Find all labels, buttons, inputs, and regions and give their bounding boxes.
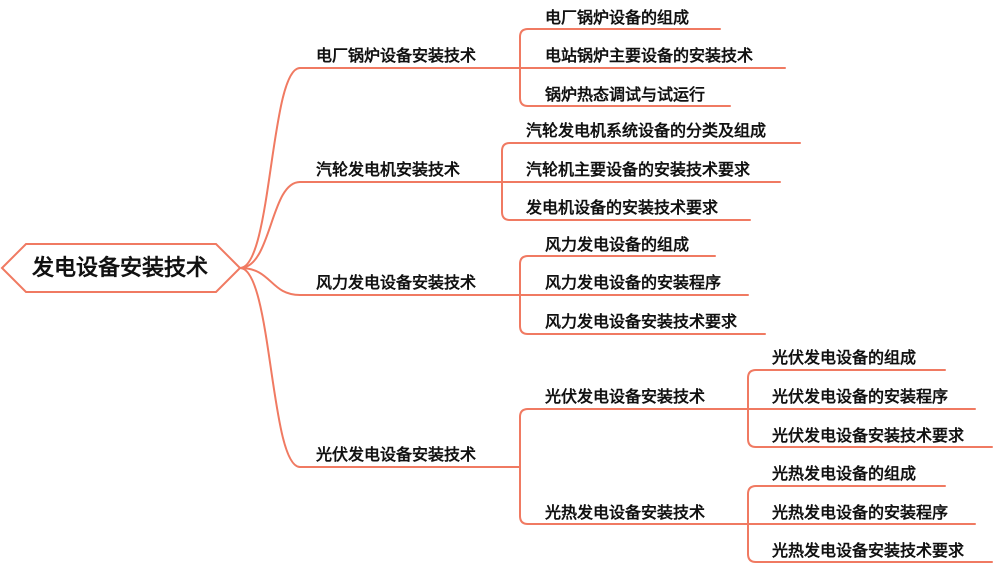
connector-pv-child-0 <box>747 369 946 379</box>
connector-pv-child-2 <box>747 438 993 448</box>
root-node-shape <box>0 243 242 293</box>
leaf-boiler-install[interactable]: 电站锅炉主要设备的安装技术 <box>545 46 754 65</box>
connector-thermal-child-2 <box>747 553 993 563</box>
connector-turbine-child-0 <box>501 142 801 152</box>
connector-boiler-child-0 <box>519 28 721 38</box>
connector-solar-child-1 <box>519 515 729 525</box>
subbranch-solar-thermal[interactable]: 光热发电设备安装技术 <box>545 503 706 522</box>
connector-root-branch-0 <box>239 67 301 269</box>
branch-solar[interactable]: 光伏发电设备安装技术 <box>316 445 477 464</box>
leaf-pv-requirements[interactable]: 光伏发电设备安装技术要求 <box>772 426 965 445</box>
connector-root-branch-2 <box>239 267 301 296</box>
connector-wind-child-0 <box>519 255 716 265</box>
connector-thermal-child-0 <box>747 485 946 495</box>
branch-wind[interactable]: 风力发电设备安装技术 <box>316 273 477 292</box>
connector-turbine-child-2 <box>501 211 751 221</box>
leaf-pv-composition[interactable]: 光伏发电设备的组成 <box>772 348 917 367</box>
leaf-turbine-classification[interactable]: 汽轮发电机系统设备的分类及组成 <box>526 121 767 140</box>
leaf-wind-composition[interactable]: 风力发电设备的组成 <box>545 235 690 254</box>
leaf-boiler-testrun[interactable]: 锅炉热态调试与试运行 <box>545 85 706 104</box>
leaf-thermal-procedure[interactable]: 光热发电设备的安装程序 <box>772 503 949 522</box>
leaf-thermal-requirements[interactable]: 光热发电设备安装技术要求 <box>772 541 965 560</box>
leaf-thermal-composition[interactable]: 光热发电设备的组成 <box>772 464 917 483</box>
connector-solar-child-0 <box>519 408 729 418</box>
branch-boiler[interactable]: 电厂锅炉设备安装技术 <box>316 46 477 65</box>
connector-boiler-child-2 <box>519 97 731 107</box>
connector-root-branch-1 <box>239 181 301 269</box>
connector-wind-child-2 <box>519 325 766 335</box>
leaf-turbine-install[interactable]: 汽轮机主要设备的安装技术要求 <box>526 160 751 179</box>
subbranch-photovoltaic[interactable]: 光伏发电设备安装技术 <box>545 387 706 406</box>
leaf-generator-install[interactable]: 发电机设备的安装技术要求 <box>526 198 719 217</box>
connector-root-branch-3 <box>239 267 301 468</box>
leaf-pv-procedure[interactable]: 光伏发电设备的安装程序 <box>772 387 949 406</box>
leaf-wind-procedure[interactable]: 风力发电设备的安装程序 <box>545 273 722 292</box>
leaf-wind-requirements[interactable]: 风力发电设备安装技术要求 <box>545 312 738 331</box>
root-node-label[interactable]: 发电设备安装技术 <box>31 256 208 281</box>
branch-turbine[interactable]: 汽轮发电机安装技术 <box>316 160 461 179</box>
leaf-boiler-composition[interactable]: 电厂锅炉设备的组成 <box>545 8 690 27</box>
